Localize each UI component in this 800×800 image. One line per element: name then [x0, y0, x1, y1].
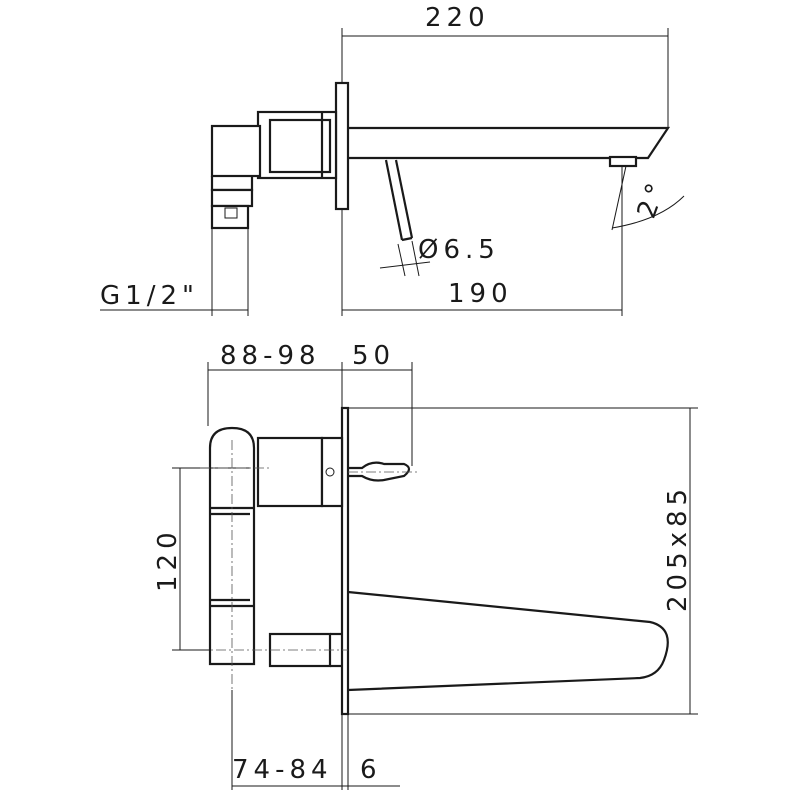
mixer-body-side — [210, 110, 338, 230]
spout-length-label: 190 — [448, 279, 513, 309]
dimension-inlet-spacing: 120 — [153, 467, 270, 651]
handle-front — [256, 436, 420, 508]
overall-length-label: 220 — [425, 3, 490, 33]
wall-plate-front — [340, 406, 350, 716]
dimension-body-depth: 88-98 50 — [207, 341, 413, 466]
plate-size-label: 205x85 — [663, 484, 693, 612]
thread-label: G1/2" — [100, 281, 199, 311]
spout-side — [348, 126, 671, 160]
dimension-spout-angle: 2° — [611, 165, 685, 231]
top-view: 220 Ø6.5 — [100, 3, 685, 316]
dimension-thread: G1/2" — [100, 228, 249, 316]
aerator — [608, 155, 638, 168]
pipe-body-front — [208, 426, 256, 690]
spout-front — [347, 590, 669, 692]
dimension-spout-length: 190 — [341, 166, 623, 316]
spout-angle-label: 2° — [632, 175, 674, 222]
plate-thickness-label: 6 — [360, 755, 382, 785]
front-view: 88-98 50 — [153, 341, 698, 790]
handle-projection-label: 50 — [352, 341, 395, 371]
dimension-inlet-depth: 74-84 6 — [231, 690, 400, 790]
body-depth-label: 88-98 — [220, 341, 321, 371]
lever-side: Ø6.5 — [379, 159, 500, 277]
wall-plate-side — [334, 81, 350, 211]
lever-diameter-label: Ø6.5 — [418, 235, 500, 265]
dimension-plate-size: 205x85 — [348, 407, 698, 715]
inlet-spacing-label: 120 — [153, 527, 183, 592]
dimension-overall-length: 220 — [341, 3, 669, 128]
inlet-depth-label: 74-84 — [232, 755, 333, 785]
lower-connector-front — [180, 632, 348, 668]
